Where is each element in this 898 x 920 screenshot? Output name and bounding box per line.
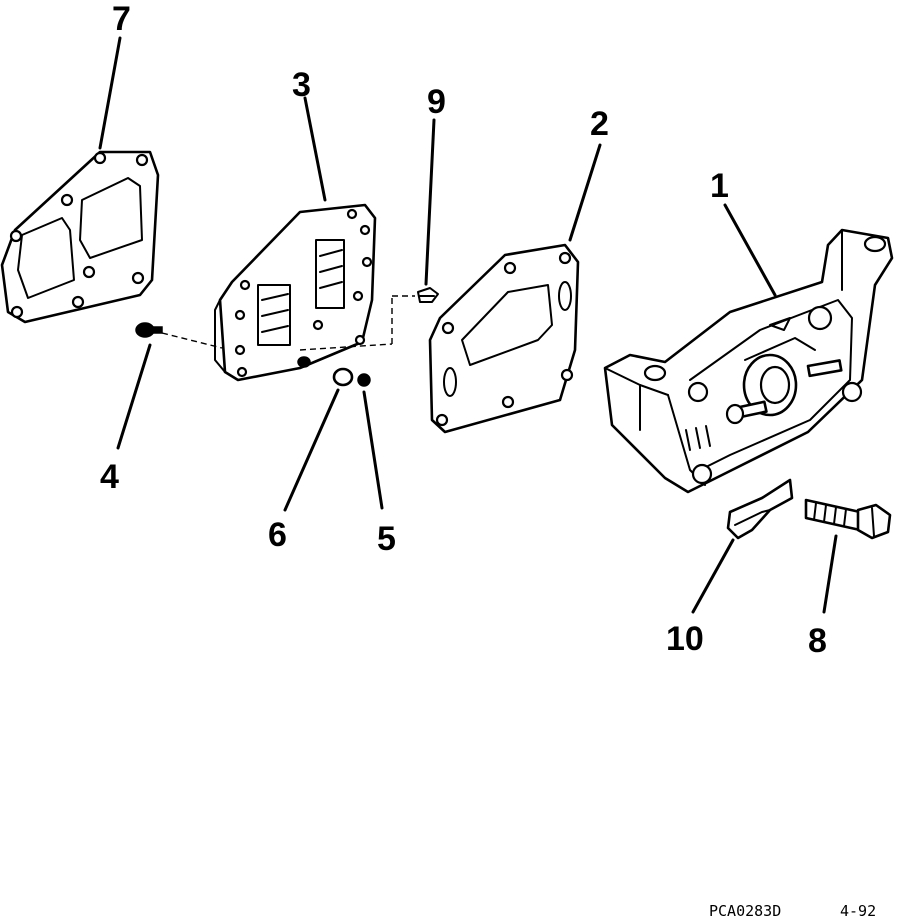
leader-9	[424, 118, 436, 286]
callout-4: 4	[100, 458, 119, 496]
callout-7: 7	[112, 0, 131, 38]
callout-2: 2	[590, 105, 609, 143]
part-9-screw	[417, 287, 439, 303]
part-7-gasket	[0, 150, 160, 324]
leader-6	[283, 388, 340, 512]
part-3-reed-plate	[214, 203, 415, 382]
callout-9: 9	[427, 83, 446, 121]
leader-8	[822, 534, 838, 614]
part-4-screw	[135, 322, 223, 349]
leader-1	[723, 203, 777, 297]
callout-8: 8	[808, 622, 827, 660]
part-2-gasket	[428, 243, 580, 434]
leader-4	[116, 343, 152, 450]
revision-date: 4-92	[840, 902, 876, 920]
leader-2	[568, 143, 602, 242]
part-8-bolt	[804, 498, 892, 540]
part-10-clamp	[726, 478, 794, 540]
leader-lines	[98, 36, 838, 614]
callout-3: 3	[292, 66, 311, 104]
part-1-manifold	[603, 228, 894, 494]
callout-10: 10	[666, 620, 704, 658]
part-5-ball	[357, 373, 371, 387]
leader-3	[303, 96, 327, 202]
leader-10	[691, 538, 735, 614]
callout-5: 5	[377, 520, 396, 558]
callout-1: 1	[710, 167, 729, 205]
leader-7	[98, 36, 122, 150]
callout-6: 6	[268, 516, 287, 554]
part-6-plug	[332, 367, 354, 387]
leader-5	[362, 390, 384, 510]
figure-code: PCA0283D	[709, 902, 781, 920]
